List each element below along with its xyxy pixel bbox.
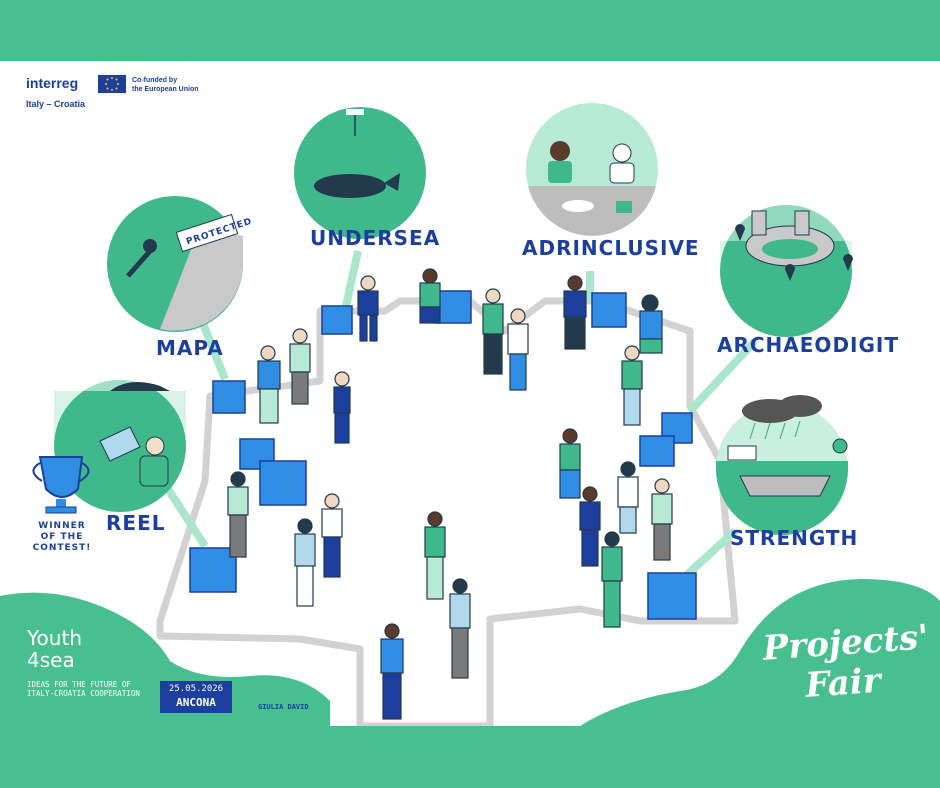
reel-circle	[54, 380, 186, 512]
artist-signature: GIULIA DAVID	[258, 703, 309, 711]
mapa-circle	[107, 196, 243, 332]
undersea-circle	[294, 107, 426, 239]
label-mapa: MAPA	[156, 336, 224, 360]
cube	[189, 547, 237, 593]
eu-text-line-2: the European Union	[132, 86, 199, 93]
cube	[259, 460, 307, 506]
label-reel: REEL	[106, 511, 166, 535]
cube	[591, 292, 627, 328]
eu-text-line-1: Co-funded by	[132, 77, 178, 84]
youth-line-1: Youth	[27, 626, 82, 650]
cubes	[189, 290, 697, 620]
label-archaeodigit: ARCHAEODIGIT	[717, 333, 899, 357]
event-date: 25.05.2026	[168, 684, 224, 694]
projects-fair-title: Projects' Fair	[761, 617, 932, 708]
label-undersea: UNDERSEA	[310, 226, 441, 250]
label-adrinclusive: ADRINCLUSIVE	[522, 236, 700, 260]
event-city: ANCONA	[176, 696, 216, 709]
strength-circle	[716, 395, 848, 535]
label-strength: STRENGTH	[730, 526, 859, 550]
floor-outline	[156, 297, 739, 726]
cube	[639, 435, 675, 467]
bottom-left-wave	[0, 592, 330, 726]
program-name: Italy – Croatia	[26, 99, 86, 109]
illustration	[0, 103, 940, 726]
adrinclusive-circle	[526, 103, 658, 236]
bottom-right-wave	[580, 579, 940, 726]
trophy-icon	[32, 456, 90, 514]
people	[227, 268, 673, 720]
cube	[321, 305, 353, 335]
eu-flag-icon	[98, 75, 126, 93]
archaeodigit-circle	[720, 205, 853, 337]
interreg-brand: interreg	[26, 75, 79, 91]
poster-canvas: interreg Italy – Croatia Co-funded by th…	[0, 61, 940, 726]
tagline: IDEAS FOR THE FUTURE OF ITALY-CROATIA CO…	[27, 680, 140, 698]
cube	[434, 290, 472, 324]
interreg-logo: interreg Italy – Croatia Co-funded by th…	[26, 75, 199, 109]
youth4sea-logo: Youth 4sea	[27, 627, 82, 671]
cube	[212, 380, 246, 414]
winner-text: WINNER OF THE CONTEST!	[32, 521, 92, 553]
date-badge: 25.05.2026 ANCONA	[160, 681, 232, 713]
eu-cofunded-text: Co-funded by the European Union	[132, 76, 252, 94]
youth-line-2: 4sea	[27, 648, 75, 672]
cube	[647, 572, 697, 620]
